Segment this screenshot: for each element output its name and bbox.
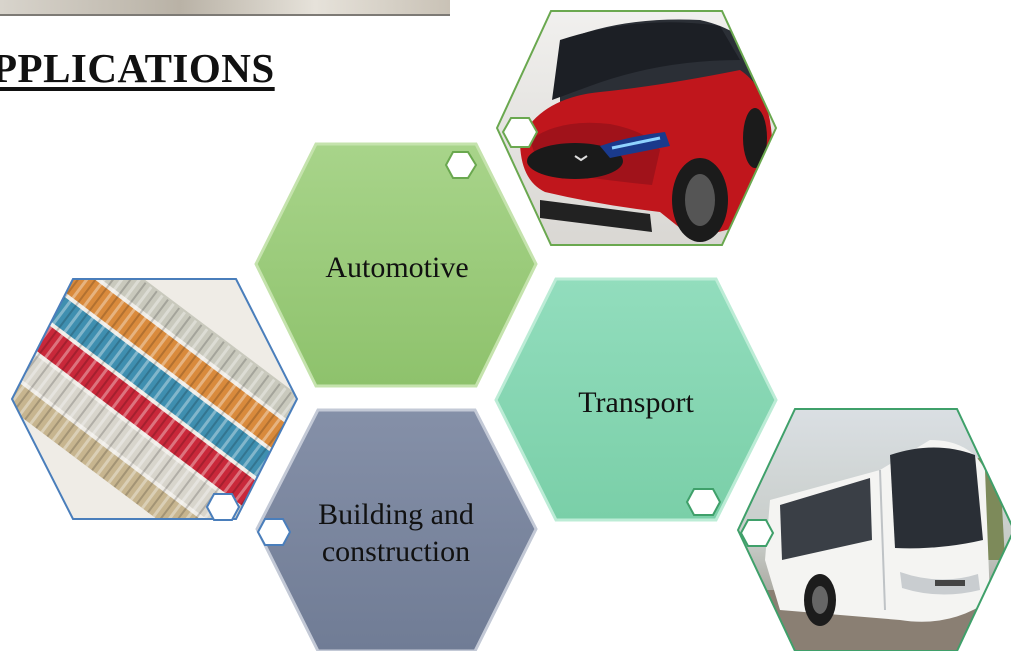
small-hexagon-icon (205, 493, 241, 521)
slide-title: PPLICATIONS (0, 45, 275, 91)
small-hexagon-icon (685, 488, 722, 516)
transport-label: Transport (578, 386, 694, 419)
building-label-line2: construction (322, 535, 470, 568)
small-hexagon-icon (256, 518, 292, 546)
automotive-label: Automotive (325, 251, 468, 284)
automotive-hexagon: Automotive (254, 142, 538, 388)
bus-photo-hexagon (736, 408, 1011, 651)
car-photo-hexagon (495, 10, 778, 246)
top-image-strip (0, 0, 450, 16)
transport-hexagon: Transport (494, 277, 778, 522)
building-label-line1: Building and (318, 498, 474, 531)
red-suv-photo (497, 11, 776, 245)
small-hexagon-icon (739, 519, 775, 547)
small-hexagon-icon (501, 117, 539, 148)
building-hexagon: Building and construction (255, 408, 538, 651)
small-hexagon-icon (444, 151, 478, 179)
